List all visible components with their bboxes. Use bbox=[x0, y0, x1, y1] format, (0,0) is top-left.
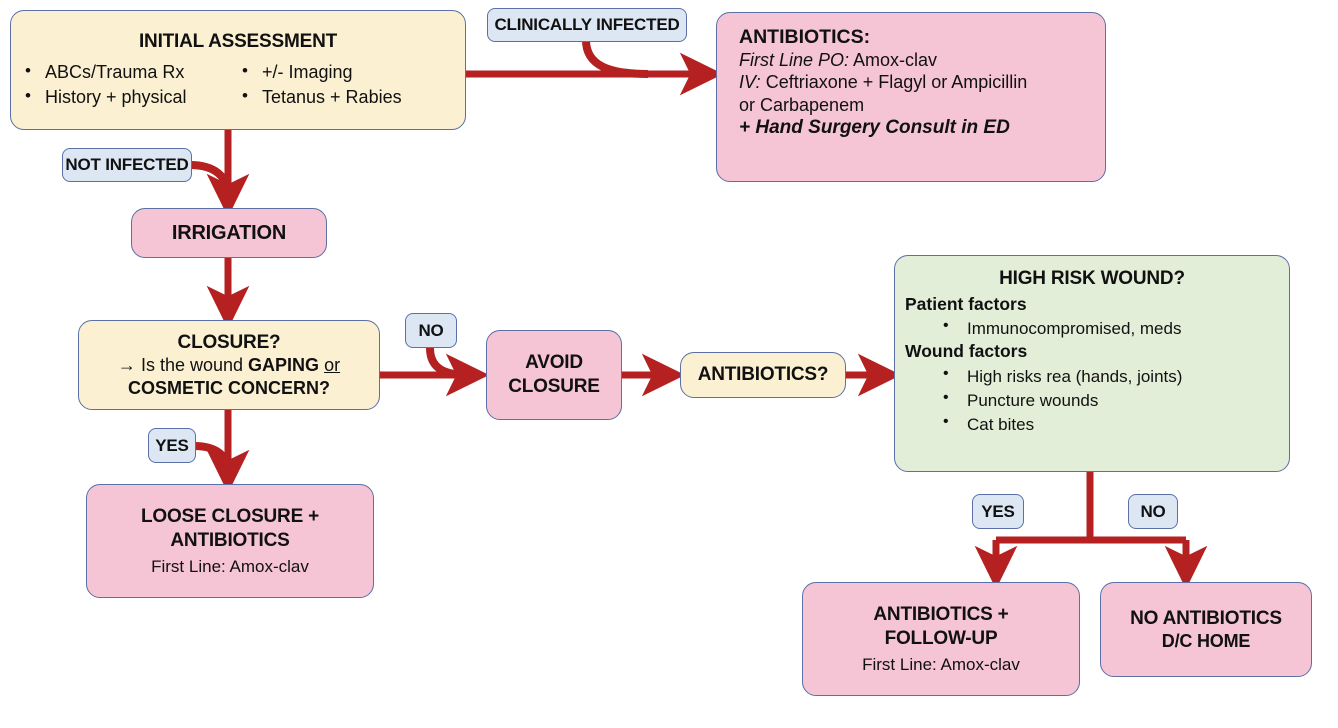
list-item: Cat bites bbox=[905, 412, 1279, 435]
avoid-closure-line-2: CLOSURE bbox=[508, 376, 600, 397]
iv-value: Ceftriaxone + Flagyl or Ampicillin bbox=[765, 72, 1028, 93]
loose-closure-line-2: ANTIBIOTICS bbox=[170, 529, 290, 551]
initial-assessment-bullets: ABCs/Trauma Rx History + physical +/- Im… bbox=[11, 59, 465, 110]
antibiotics-infected-line-4: + Hand Surgery Consult in ED bbox=[739, 117, 1010, 139]
list-item: High risks rea (hands, joints) bbox=[905, 364, 1279, 387]
closure-title: CLOSURE? bbox=[177, 331, 281, 353]
loose-closure-sub: First Line: Amox-clav bbox=[151, 556, 309, 576]
node-avoid-closure[interactable]: AVOID CLOSURE bbox=[486, 330, 622, 420]
closure-question-line-3: COSMETIC CONCERN? bbox=[128, 377, 330, 398]
closure-gaping: GAPING bbox=[248, 355, 320, 376]
edge-label-high-risk-yes: YES bbox=[972, 494, 1024, 529]
first-line-po-label: First Line PO: bbox=[739, 50, 850, 71]
edge-label-text: YES bbox=[981, 501, 1015, 521]
node-loose-closure[interactable]: LOOSE CLOSURE + ANTIBIOTICS First Line: … bbox=[86, 484, 374, 598]
antibiotics-infected-line-1: First Line PO: Amox-clav bbox=[727, 49, 1095, 71]
node-antibiotics-followup[interactable]: ANTIBIOTICS + FOLLOW-UP First Line: Amox… bbox=[802, 582, 1080, 696]
node-irrigation[interactable]: IRRIGATION bbox=[131, 208, 327, 258]
edge-label-clinically-infected: CLINICALLY INFECTED bbox=[487, 8, 687, 42]
edge-label-not-infected: NOT INFECTED bbox=[62, 148, 192, 182]
no-antibiotics-line-2: D/C HOME bbox=[1161, 631, 1251, 652]
closure-line2-a: Is the wound bbox=[140, 355, 244, 376]
list-item: Immunocompromised, meds bbox=[905, 316, 1279, 339]
antibiotics-infected-line-2: IV: Ceftriaxone + Flagyl or Ampicillin bbox=[727, 71, 1095, 93]
node-no-antibiotics[interactable]: NO ANTIBIOTICS D/C HOME bbox=[1100, 582, 1312, 677]
antibiotics-infected-title: ANTIBIOTICS: bbox=[739, 26, 871, 48]
list-item: ABCs/Trauma Rx bbox=[21, 60, 238, 83]
high-risk-wound-factors: Patient factors Immunocompromised, meds … bbox=[895, 292, 1289, 436]
avoid-closure-line-1: AVOID bbox=[525, 352, 583, 374]
high-risk-wound-title: HIGH RISK WOUND? bbox=[999, 268, 1185, 289]
antibiotics-followup-line-2: FOLLOW-UP bbox=[884, 627, 998, 649]
antibiotics-question-title: ANTIBIOTICS? bbox=[697, 364, 829, 386]
list-item: +/- Imaging bbox=[238, 60, 455, 83]
edge-closure-yes-elbow bbox=[193, 442, 232, 473]
first-line-po-value: Amox-clav bbox=[853, 50, 938, 71]
edge-label-text: CLINICALLY INFECTED bbox=[494, 15, 680, 34]
list-item: History + physical bbox=[21, 85, 238, 108]
iv-label: IV: bbox=[739, 72, 761, 93]
antibiotics-followup-sub: First Line: Amox-clav bbox=[862, 654, 1020, 674]
edge-label-closure-yes: YES bbox=[148, 428, 196, 463]
edge-label-text: NO bbox=[1140, 501, 1166, 521]
node-initial-assessment[interactable]: INITIAL ASSESSMENT ABCs/Trauma Rx Histor… bbox=[10, 10, 466, 130]
antibiotics-followup-line-1: ANTIBIOTICS + bbox=[873, 604, 1009, 626]
edge-label-text: NO bbox=[418, 320, 444, 340]
list-item: Puncture wounds bbox=[905, 388, 1279, 411]
edge-label-text: YES bbox=[155, 435, 189, 455]
edge-closure-no-elbow bbox=[426, 347, 469, 379]
node-antibiotics-infected[interactable]: ANTIBIOTICS: First Line PO: Amox-clav IV… bbox=[716, 12, 1106, 182]
wound-factors-header: Wound factors bbox=[905, 341, 1028, 362]
patient-factors-header: Patient factors bbox=[905, 293, 1027, 314]
antibiotics-infected-body: ANTIBIOTICS: First Line PO: Amox-clav IV… bbox=[717, 25, 1105, 140]
loose-closure-line-1: LOOSE CLOSURE + bbox=[140, 506, 320, 528]
edge-label-closure-no: NO bbox=[405, 313, 457, 348]
initial-assessment-bullets-left: ABCs/Trauma Rx History + physical bbox=[21, 59, 238, 110]
arrow-glyph-icon: → bbox=[117, 355, 136, 376]
edge-label-high-risk-no: NO bbox=[1128, 494, 1178, 529]
initial-assessment-title: INITIAL ASSESSMENT bbox=[138, 30, 338, 52]
edge-not-infected-elbow bbox=[189, 161, 232, 197]
irrigation-title: IRRIGATION bbox=[171, 221, 287, 244]
list-item: Tetanus + Rabies bbox=[238, 85, 455, 108]
initial-assessment-bullets-right: +/- Imaging Tetanus + Rabies bbox=[238, 59, 455, 110]
node-closure[interactable]: CLOSURE? → Is the wound GAPING or COSMET… bbox=[78, 320, 380, 410]
closure-question-line-2: → Is the wound GAPING or bbox=[79, 354, 379, 376]
edge-clinically-infected-elbow bbox=[582, 39, 649, 78]
antibiotics-infected-line-3: or Carbapenem bbox=[739, 94, 865, 115]
node-antibiotics-question[interactable]: ANTIBIOTICS? bbox=[680, 352, 846, 398]
no-antibiotics-line-1: NO ANTIBIOTICS bbox=[1130, 607, 1282, 629]
edge-label-text: NOT INFECTED bbox=[65, 155, 189, 174]
node-high-risk-wound[interactable]: HIGH RISK WOUND? Patient factors Immunoc… bbox=[894, 255, 1290, 472]
closure-or: or bbox=[324, 355, 341, 376]
